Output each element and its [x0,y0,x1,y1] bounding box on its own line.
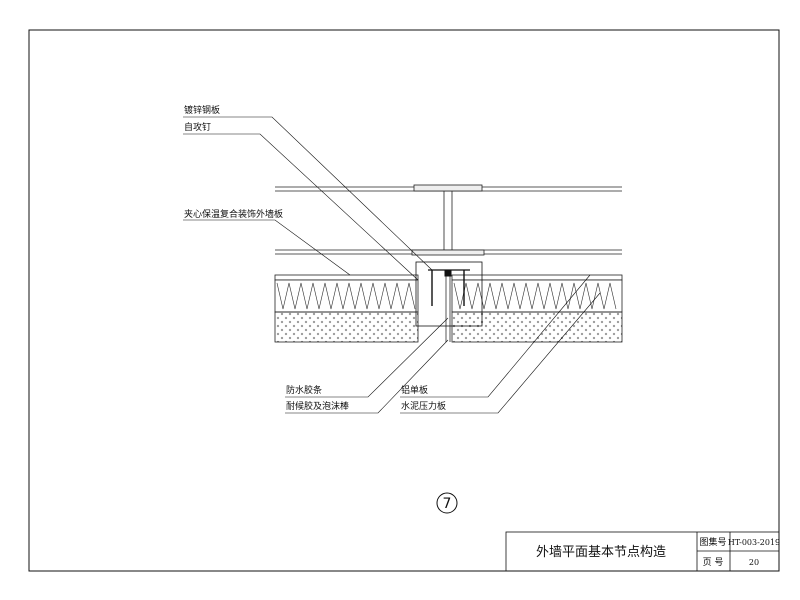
wall-panel-left [274,274,419,343]
label-cement-board: 水泥压力板 [401,400,446,412]
panel-joint [415,261,483,342]
page-number-label: 页 号 [703,557,724,568]
leader-lines [183,116,601,414]
title-block-title: 外墙平面基本节点构造 [536,545,666,560]
steel-keel [275,184,622,256]
label-self-tapping-screw: 自攻钉 [184,121,211,133]
label-galvanized-steel-plate: 镀锌钢板 [184,104,220,116]
label-aluminum-panel: 铝单板 [401,384,428,396]
detail-number: 7 [443,496,452,512]
detail-marker: 7 [436,492,458,514]
page-number-value: 20 [749,558,759,567]
drawing-frame [28,29,780,572]
title-block [505,531,780,572]
label-sandwich-panel: 夹心保温复合装饰外墙板 [184,208,283,220]
wall-panel-right [451,274,623,343]
atlas-number-value: HT-003-2019 [728,538,780,547]
label-sealant-foam-rod: 耐候胶及泡沫棒 [286,400,349,412]
label-waterproof-strip: 防水胶条 [286,384,322,396]
atlas-number-label: 图集号 [699,536,726,548]
